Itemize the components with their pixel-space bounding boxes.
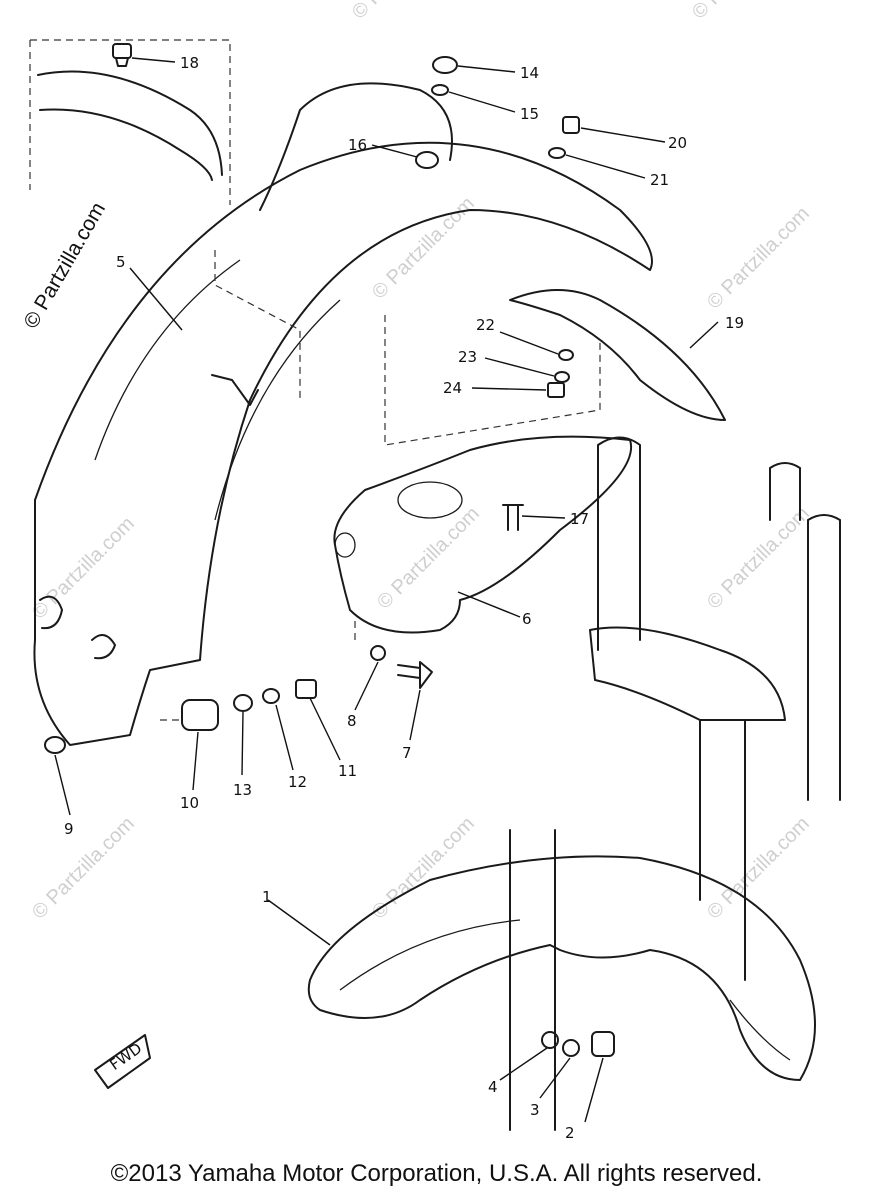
callout-12: 12 (288, 773, 307, 791)
callout-22: 22 (476, 316, 495, 334)
grommet-16-icon (415, 151, 439, 169)
callout-7: 7 (402, 744, 412, 762)
washer-3-icon (562, 1039, 580, 1057)
washer-4-icon (541, 1031, 559, 1049)
callout-4: 4 (488, 1078, 498, 1096)
screw-18-icon (112, 43, 132, 59)
watermark-layer: © Partzilla.com © Partzilla.com © Partzi… (19, 0, 813, 924)
watermark: © Partzilla.com (368, 813, 479, 924)
washer-8-icon (370, 645, 386, 661)
washer-13-icon (233, 694, 253, 712)
washer-21-icon (548, 147, 566, 159)
callout-9: 9 (64, 820, 74, 838)
fwd-label: FWD (106, 1039, 145, 1074)
screw-20-icon (562, 116, 580, 134)
washer-12-icon (262, 688, 280, 704)
washer-23-icon (554, 371, 570, 383)
callout-15: 15 (520, 105, 539, 123)
cap-nut-14-icon (432, 56, 458, 74)
callout-2: 2 (565, 1124, 575, 1142)
callout-3: 3 (530, 1101, 540, 1119)
callout-13: 13 (233, 781, 252, 799)
watermark: © Partzilla.com (703, 203, 814, 314)
callout-21: 21 (650, 171, 669, 189)
screw-9-icon (44, 736, 66, 754)
callout-23: 23 (458, 348, 477, 366)
leader-lines (54, 57, 719, 1123)
callout-14: 14 (520, 64, 539, 82)
hardware-parts (44, 56, 615, 1057)
front-fender-part-1 (307, 855, 816, 1081)
callout-8: 8 (347, 712, 357, 730)
callout-24: 24 (443, 379, 462, 397)
rear-fender-part-5 (33, 82, 653, 746)
washer-15-icon (431, 84, 449, 96)
watermark: © Partzilla.com (348, 0, 459, 24)
flap-part-19 (509, 289, 726, 421)
callout-10: 10 (180, 794, 199, 812)
bolt-17-icon (502, 504, 524, 531)
callout-labels: 1 2 3 4 5 6 7 8 9 10 11 12 13 14 15 16 1… (64, 54, 744, 1142)
bracket-part-6 (333, 435, 633, 634)
callout-17: 17 (570, 510, 589, 528)
copyright-notice: ©2013 Yamaha Motor Corporation, U.S.A. A… (110, 1160, 763, 1187)
watermark: © Partzilla.com (28, 513, 139, 624)
callout-16: 16 (348, 136, 367, 154)
watermark: © Partzilla.com (28, 813, 139, 924)
watermark: © Partzilla.com (368, 193, 479, 304)
inset-rear-mount (29, 39, 231, 205)
callout-6: 6 (522, 610, 532, 628)
nut-24-icon (547, 382, 565, 398)
callout-1: 1 (262, 888, 272, 906)
callout-20: 20 (668, 134, 687, 152)
callout-11: 11 (338, 762, 357, 780)
washer-22-icon (558, 349, 574, 361)
watermark-primary: © Partzilla.com (19, 198, 110, 332)
bolt-7-icon (397, 661, 433, 689)
collar-10-icon (181, 699, 219, 731)
front-fork-assembly (509, 436, 841, 1131)
callout-5: 5 (116, 253, 126, 271)
callout-18: 18 (180, 54, 199, 72)
callout-19: 19 (725, 314, 744, 332)
fwd-arrow: FWD (94, 1034, 151, 1089)
bolt-2-icon (591, 1031, 615, 1057)
watermark: © Partzilla.com (688, 0, 799, 24)
screw-11-icon (295, 679, 317, 699)
watermark: © Partzilla.com (703, 503, 814, 614)
